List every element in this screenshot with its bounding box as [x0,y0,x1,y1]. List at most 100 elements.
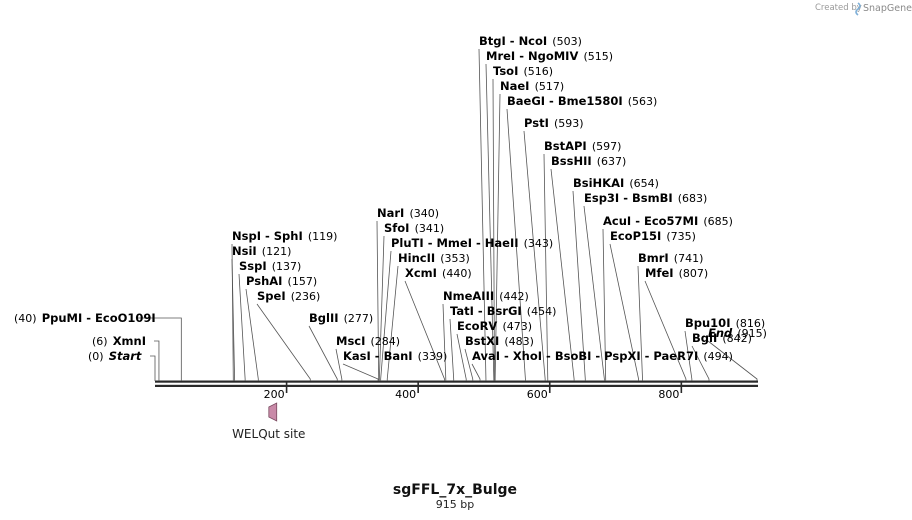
site-label-msci[interactable]: MscI (284) [336,330,400,349]
site-connector [583,205,605,381]
site-connector [376,220,380,381]
enzyme-name: SfoI [384,221,409,235]
enzyme-name: SspI [239,259,267,273]
sequence-length: 915 bp [436,498,474,511]
site-label-bsshii[interactable]: BssHII (637) [551,150,626,169]
enzyme-name: Start [109,349,142,363]
site-label-xmni[interactable]: (6) XmnI [92,330,146,349]
enzyme-name: Eco57MI [644,214,698,228]
site-position: (473) [502,320,532,333]
enzyme-name: EcoRV [457,319,497,333]
site-label-pshai[interactable]: PshAI (157) [246,270,317,289]
site-label-nari[interactable]: NarI (340) [377,202,439,221]
site-connector [637,265,643,381]
site-position: (685) [703,215,733,228]
site-label-bpu10i[interactable]: Bpu10I (816) [685,312,765,331]
site-label-end[interactable]: End (915) [708,322,767,341]
enzyme-name: NsiI [232,244,257,258]
enzyme-name: BsmBI [632,191,673,205]
site-label-tati[interactable]: TatI - BsrGI (454) [450,300,556,319]
enzyme-name: TatI [450,304,474,318]
enzyme-name: EcoP15I [610,229,661,243]
credit-brand: SnapGene [863,3,912,14]
site-position: (119) [308,230,338,243]
site-connector [256,303,311,381]
site-label-spei[interactable]: SpeI (236) [257,285,320,304]
site-position: (683) [678,192,708,205]
site-label-ecop15i[interactable]: EcoP15I (735) [610,225,696,244]
site-position: (284) [370,335,400,348]
enzyme-name: KasI [343,349,371,363]
site-label-bgli[interactable]: BglI (842) [692,327,752,346]
site-label-start[interactable]: (0) Start [88,345,142,364]
site-connector [136,317,182,381]
site-label-esp3i[interactable]: Esp3I - BsmBI (683) [584,187,707,206]
snapgene-logo-icon [855,2,861,16]
site-connector [335,348,343,381]
site-connector [154,340,160,381]
feature-marker [268,402,278,422]
enzyme-name: NarI [377,206,404,220]
site-connector [691,345,710,381]
site-connector [684,330,693,381]
enzyme-name: BtgI [479,34,506,48]
site-connector [404,280,445,381]
site-label-naei[interactable]: NaeI (517) [500,75,564,94]
site-labels: (0) Start(6) XmnI (40) PpuMI - EcoO109I Ns… [14,30,767,364]
enzyme-name: BaeGI [507,94,545,108]
site-connector [380,250,392,381]
enzyme-name: EcoO109I [95,311,156,325]
site-connector [442,303,447,381]
enzyme-name: SpeI [257,289,286,303]
site-label-kasi[interactable]: KasI - BanI (339) [343,345,447,364]
site-label-xcmi[interactable]: XcmI (440) [405,262,472,281]
site-label-acui[interactable]: AcuI - Eco57MI (685) [603,210,733,229]
site-connector [602,228,607,381]
site-label-bstxi[interactable]: BstXI (483) [465,330,534,349]
site-position: (6) [92,335,108,348]
site-label-baegi[interactable]: BaeGI - Bme1580I (563) [507,90,657,109]
site-label-ppumi[interactable]: (40) PpuMI - EcoO109I [14,307,156,326]
site-label-nsii[interactable]: NsiI (121) [232,240,291,259]
enzyme-name: BstAPI [544,139,587,153]
site-connector [150,355,156,381]
site-label-bsihkai[interactable]: BsiHKAI (654) [573,172,659,191]
enzyme-name: HaeII [485,236,519,250]
enzyme-name: BglII [309,311,339,325]
site-label-nspi[interactable]: NspI - SphI (119) [232,225,337,244]
tick-label: 600 [527,388,548,401]
site-connector [494,93,501,381]
site-label-psti[interactable]: PstI (593) [524,112,584,131]
feature-welqut[interactable] [268,402,278,422]
site-position: (0) [88,350,104,363]
site-label-mrei[interactable]: MreI - NgoMIV (515) [486,45,613,64]
enzyme-name: NcoI [519,34,548,48]
site-label-mfei[interactable]: MfeI (807) [645,262,708,281]
site-position: (516) [523,65,553,78]
site-label-sfoi[interactable]: SfoI (341) [384,217,444,236]
site-label-hincii[interactable]: HincII (353) [398,247,470,266]
enzyme-name: BmrI [638,251,669,265]
site-position: (735) [666,230,696,243]
site-label-bstapi[interactable]: BstAPI (597) [544,135,621,154]
site-label-bglii[interactable]: BglII (277) [309,307,373,326]
site-position: (121) [262,245,292,258]
site-position: (807) [679,267,709,280]
site-label-btgi[interactable]: BtgI - NcoI (503) [479,30,582,49]
site-label-avai[interactable]: AvaI - XhoI - BsoBI - PspXI - PaeR7I (49… [472,345,733,364]
enzyme-name: AvaI [472,349,500,363]
site-position: (741) [674,252,704,265]
enzyme-name: PluTI [391,236,424,250]
site-label-ecorv[interactable]: EcoRV (473) [457,315,532,334]
site-label-tsoi[interactable]: TsoI (516) [493,60,553,79]
site-label-pluti[interactable]: PluTI - MmeI - HaeII (343) [391,232,553,251]
site-position: (517) [535,80,565,93]
site-label-sspi[interactable]: SspI (137) [239,255,301,274]
enzyme-name: End [708,326,733,340]
tick-label: 200 [264,388,285,401]
site-label-nmeaiii[interactable]: NmeAIII (442) [443,285,529,304]
site-connector [644,280,687,381]
site-label-bmri[interactable]: BmrI (741) [638,247,703,266]
site-connector [485,63,495,381]
